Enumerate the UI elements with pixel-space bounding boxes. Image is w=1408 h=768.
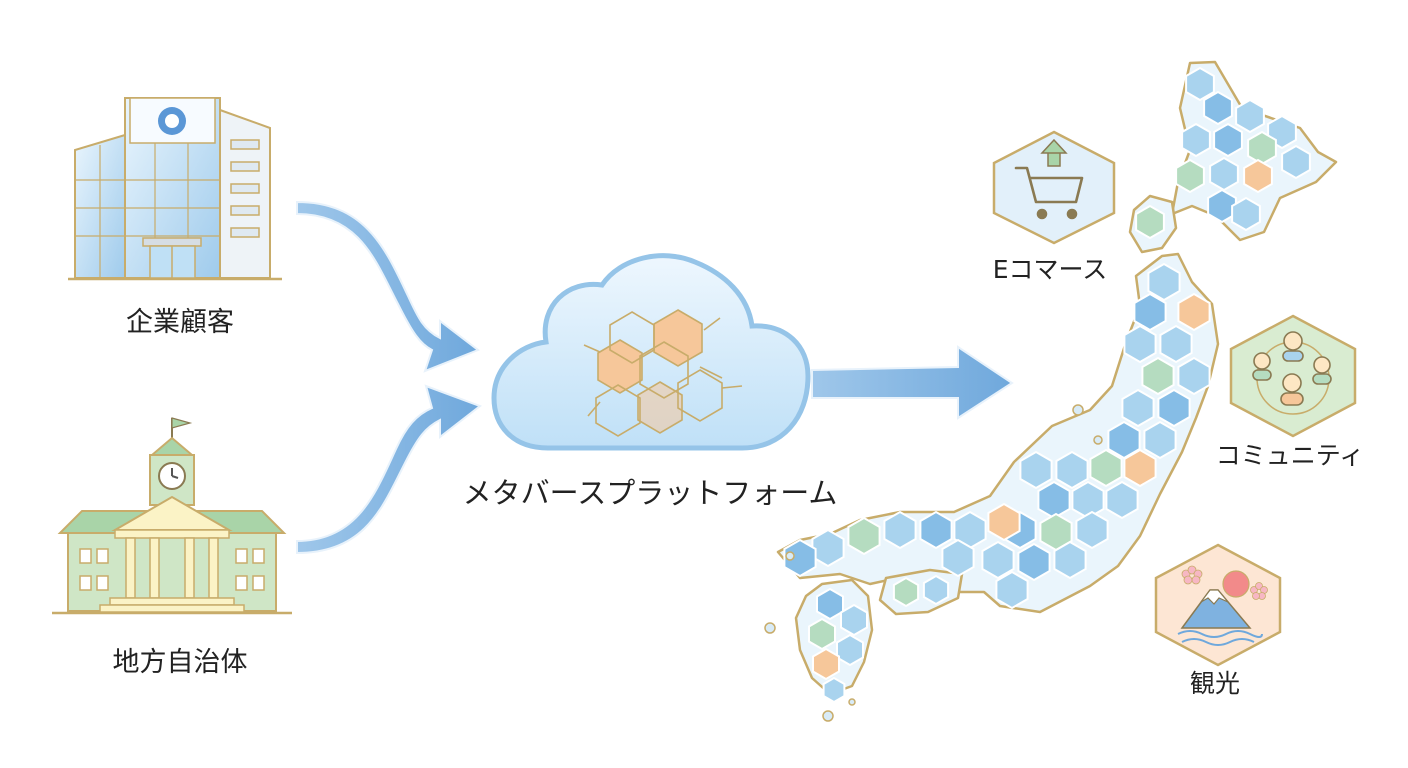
map-hex-cell [1143,420,1177,460]
tourism-badge [1154,543,1282,667]
map-hex-cell [1281,144,1311,180]
map-hex-cell [883,510,917,550]
map-hex-cell [1147,262,1181,302]
map-hex-cell [783,538,817,578]
map-hex-cell [1075,510,1109,550]
map-hex-cell [1089,448,1123,488]
map-hex-cell [811,528,845,568]
map-hex-cell [1071,480,1105,520]
map-hex-cell [1185,66,1215,102]
map-hex-cell [1177,356,1211,396]
people-group-icon [1252,331,1332,415]
corporate-clients-label: 企業顧客 [126,307,234,338]
arrow-corporate-to-platform [296,200,481,373]
upload-arrow-icon [1040,138,1068,167]
map-hex-cell [1055,450,1089,490]
shopping-cart-icon [1014,166,1084,220]
map-hex-cell [1107,420,1141,460]
map-hex-cell [1053,540,1087,580]
map-hex-cell [981,540,1015,580]
map-hex-cell [1017,542,1051,582]
community-label: コミュニティ [1215,441,1365,470]
map-hex-cell [1231,196,1261,232]
map-hex-cell [816,587,844,621]
japan-hex-map [764,60,1338,722]
map-hex-cell [1133,292,1167,332]
map-hex-cell [1213,122,1243,158]
map-hex-cell [822,676,846,704]
map-hex-cell [1177,292,1211,332]
map-hex-cell [1123,448,1157,488]
map-hex-cell [1203,90,1233,126]
ecommerce-badge [992,130,1116,245]
map-hex-cell [1105,480,1139,520]
map-hex-cell [840,603,868,637]
map-hex-cell [987,502,1021,542]
map-hex-cell [1243,158,1273,194]
map-hex-cell [1175,158,1205,194]
map-hex-cell [1247,130,1277,166]
map-hex-cell [1235,98,1265,134]
map-hex-cell [1121,388,1155,428]
map-hex-cell [808,617,836,651]
map-hex-cell [892,576,920,608]
map-hex-cell [919,510,953,550]
map-hex-cell [1135,204,1165,240]
cloud-hexagon-network-icon [491,253,811,451]
map-hex-cell [1159,324,1193,364]
map-hex-cell [1123,324,1157,364]
map-hex-cell [922,574,950,606]
city-hall-icon [52,417,292,615]
map-hex-cell [812,647,840,681]
map-hex-cell [836,633,864,667]
map-hex-cell [941,538,975,578]
local-government-label: 地方自治体 [112,647,248,678]
map-hex-cell [995,570,1029,610]
map-hex-cell [1209,156,1239,192]
map-hex-cell [1207,188,1237,224]
arrow-localgov-to-platform [296,384,483,555]
mount-fuji-sakura-icon [1177,565,1268,646]
arrow-platform-to-services [811,345,1014,420]
map-hex-cell [1141,356,1175,396]
office-building-icon [68,97,282,281]
ecommerce-label: Eコマース [992,255,1108,284]
metaverse-platform-label: メタバースプラットフォーム [462,476,838,510]
map-hex-cell [1181,122,1211,158]
tourism-label: 観光 [1189,669,1240,698]
map-hex-cell [1157,388,1191,428]
community-badge [1229,314,1357,438]
map-hex-cell [1019,450,1053,490]
map-hex-cell [1037,480,1071,520]
map-hex-cell [847,516,881,556]
